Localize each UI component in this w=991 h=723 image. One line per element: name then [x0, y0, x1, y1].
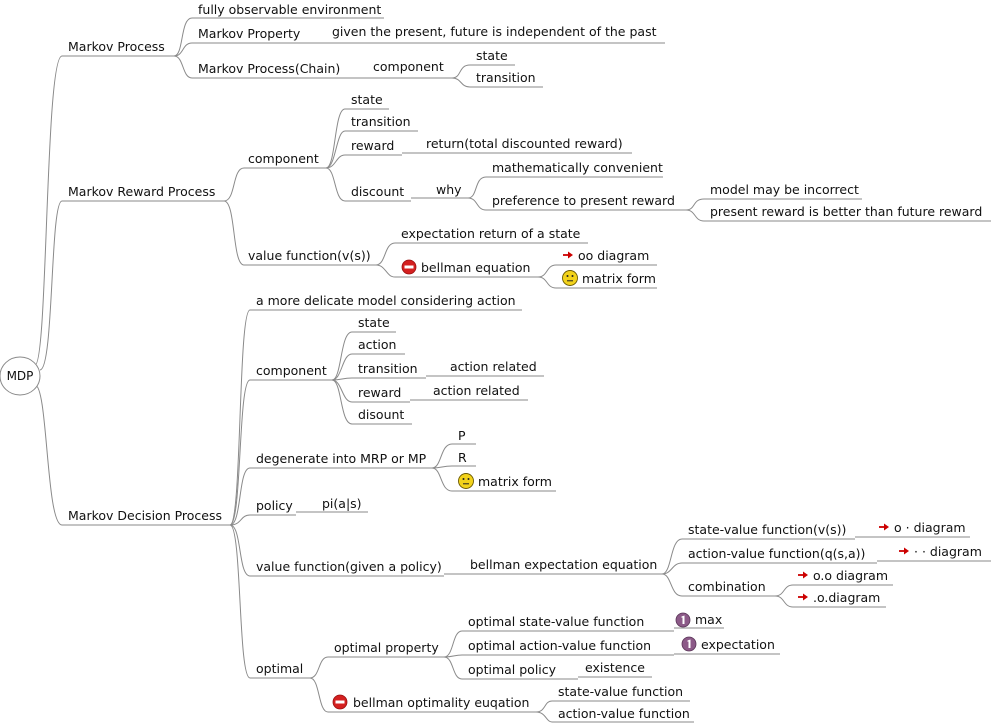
node-mdp-transition[interactable]: transition [358, 361, 418, 376]
node-mdp-bopt-action-value[interactable]: action-value function [558, 706, 690, 721]
node-mdp-max[interactable]: max [695, 612, 722, 627]
node-markov-chain[interactable]: Markov Process(Chain) [198, 61, 340, 76]
node-mdp-delicate-model[interactable]: a more delicate model considering action [256, 293, 516, 308]
node-mrp-present-better[interactable]: present reward is better than future rew… [710, 204, 982, 219]
node-mdp-dot-diagram[interactable]: · · diagram [914, 544, 982, 559]
node-mdp-combination[interactable]: combination [688, 579, 766, 594]
arrow-right-icon [899, 547, 909, 555]
node-mrp-why[interactable]: why [436, 182, 462, 197]
node-mrp-discount[interactable]: discount [351, 184, 404, 199]
node-mrp-return[interactable]: return(total discounted reward) [426, 136, 623, 151]
node-mrp-math-convenient[interactable]: mathematically convenient [492, 160, 663, 175]
node-mdp-transition-related[interactable]: action related [450, 359, 537, 374]
node-mdp-bopt-state-value[interactable]: state-value function [558, 684, 683, 699]
node-mrp-state[interactable]: state [351, 92, 383, 107]
node-mdp-P[interactable]: P [458, 428, 466, 443]
smiley-icon [562, 270, 578, 286]
node-mdp-optimal[interactable]: optimal [256, 661, 303, 676]
stop-icon [401, 259, 417, 275]
arrow-right-icon [798, 571, 808, 579]
node-mdp-state-value[interactable]: state-value function(v(s)) [688, 522, 846, 537]
node-mdp-state[interactable]: state [358, 315, 390, 330]
root-node[interactable]: MDP [0, 356, 41, 396]
node-mrp-value-function[interactable]: value function(v(s)) [248, 248, 371, 263]
node-mdp-matrix-form[interactable]: matrix form [478, 474, 552, 489]
node-labels: Markov Process fully observable environm… [68, 2, 982, 721]
node-mrp-component[interactable]: component [248, 151, 319, 166]
node-mdp-bellman-optimality[interactable]: bellman optimality euqation [353, 695, 529, 710]
node-markov-property[interactable]: Markov Property [198, 26, 301, 41]
smiley-icon [458, 473, 474, 489]
node-mdp-degenerate[interactable]: degenerate into MRP or MP [256, 451, 427, 466]
arrow-right-icon [798, 593, 808, 601]
node-mdp-discount[interactable]: disount [358, 407, 404, 422]
node-markov-decision-process[interactable]: Markov Decision Process [68, 508, 222, 523]
node-mrp-model-incorrect[interactable]: model may be incorrect [710, 182, 859, 197]
node-markov-reward-process[interactable]: Markov Reward Process [68, 184, 215, 199]
node-mrp-transition[interactable]: transition [351, 114, 411, 129]
connectors [34, 17, 991, 723]
node-mdp-doto-diagram[interactable]: .o.diagram [813, 590, 880, 605]
node-mrp-reward[interactable]: reward [351, 138, 394, 153]
node-mdp-R[interactable]: R [458, 450, 467, 465]
node-mdp-oo-diagram[interactable]: o.o diagram [813, 568, 888, 583]
node-mdp-component[interactable]: component [256, 363, 327, 378]
node-mdp-optimal-state-value[interactable]: optimal state-value function [468, 614, 644, 629]
node-mdp-o-diagram[interactable]: o · diagram [894, 520, 966, 535]
node-mdp-action-value[interactable]: action-value function(q(s,a)) [688, 546, 865, 561]
node-mdp-bellman-expectation[interactable]: bellman expectation equation [470, 557, 657, 572]
arrow-right-icon [563, 251, 573, 259]
arrow-right-icon [879, 523, 889, 531]
node-mdp-reward[interactable]: reward [358, 385, 401, 400]
node-mp-transition[interactable]: transition [476, 70, 536, 85]
node-fully-observable[interactable]: fully observable environment [198, 2, 381, 17]
node-mdp-value-function[interactable]: value function(given a policy) [256, 559, 442, 574]
node-mdp-optimal-property[interactable]: optimal property [334, 640, 439, 655]
node-mdp-optimal-policy[interactable]: optimal policy [468, 662, 557, 677]
node-mrp-matrix-form[interactable]: matrix form [582, 271, 656, 286]
node-mdp-existence[interactable]: existence [585, 660, 645, 675]
node-mrp-oo-diagram[interactable]: oo diagram [578, 248, 649, 263]
root-label: MDP [7, 369, 34, 383]
node-mdp-policy[interactable]: policy [256, 498, 293, 513]
node-mdp-expectation[interactable]: expectation [701, 637, 775, 652]
node-mdp-action[interactable]: action [358, 337, 396, 352]
node-markov-process[interactable]: Markov Process [68, 39, 165, 54]
node-mdp-optimal-action-value[interactable]: optimal action-value function [468, 638, 651, 653]
stop-icon [332, 694, 348, 710]
node-mp-component[interactable]: component [373, 59, 444, 74]
node-mrp-bellman[interactable]: bellman equation [421, 260, 530, 275]
priority-1-icon [675, 612, 691, 628]
node-mrp-expectation-return[interactable]: expectation return of a state [401, 226, 581, 241]
node-property-definition[interactable]: given the present, future is independent… [332, 24, 657, 39]
priority-1-icon [681, 636, 697, 652]
node-mdp-pi[interactable]: pi(a|s) [322, 496, 362, 511]
node-mrp-preference[interactable]: preference to present reward [492, 193, 675, 208]
icons [332, 251, 909, 710]
node-mp-state[interactable]: state [476, 48, 508, 63]
node-mdp-reward-related[interactable]: action related [433, 383, 520, 398]
